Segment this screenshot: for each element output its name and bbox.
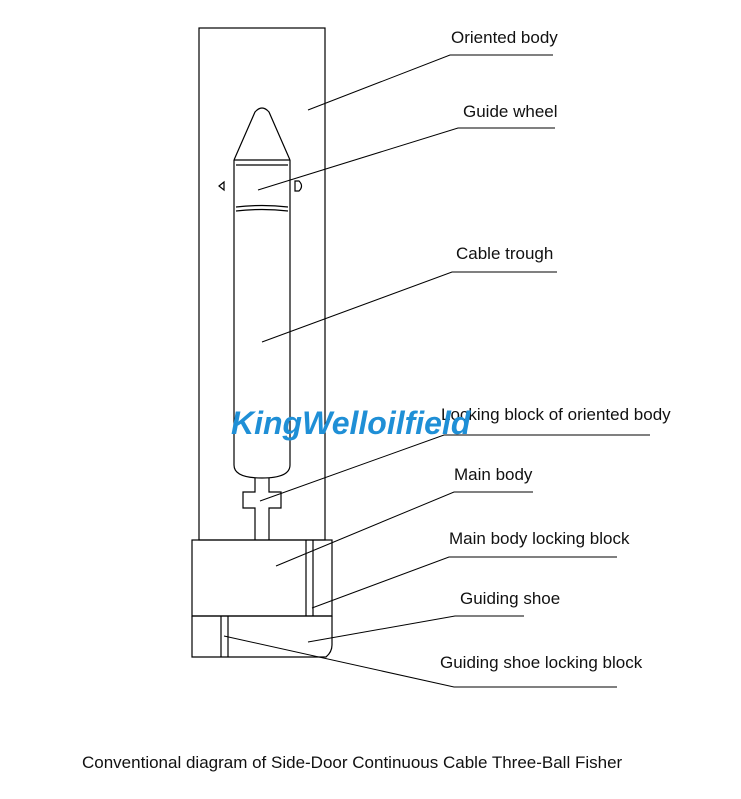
- guide-wheel-shape: [218, 180, 303, 192]
- locking-block-shape: [242, 478, 282, 540]
- leader-main-body-locking-block: [311, 556, 617, 609]
- leader-oriented-body: [307, 54, 553, 111]
- leader-guiding-shoe: [307, 615, 524, 643]
- leader-guide-wheel: [257, 127, 555, 191]
- leader-lines: [223, 54, 650, 688]
- label-guiding-shoe: Guiding shoe: [460, 589, 561, 608]
- leader-guiding-shoe-locking-block: [223, 635, 617, 688]
- watermark-logo: KingWelloilfield: [231, 405, 471, 441]
- label-cable-trough: Cable trough: [456, 244, 554, 263]
- label-main-body: Main body: [454, 465, 533, 484]
- main-body-shape: [191, 539, 333, 617]
- label-main-body-locking-block: Main body locking block: [449, 529, 630, 548]
- leader-cable-trough: [261, 271, 557, 343]
- diagram-caption: Conventional diagram of Side-Door Contin…: [82, 753, 623, 772]
- leader-main-body: [275, 491, 533, 567]
- leader-locking-block: [259, 434, 650, 502]
- cable-trough-shape: [233, 107, 291, 479]
- oriented-body-housing: [198, 27, 326, 541]
- label-oriented-body: Oriented body: [451, 28, 558, 47]
- label-guiding-shoe-locking-block: Guiding shoe locking block: [440, 653, 643, 672]
- guiding-shoe-shape: [191, 616, 333, 658]
- label-locking-block-oriented-body: Locking block of oriented body: [441, 405, 671, 424]
- label-guide-wheel: Guide wheel: [463, 102, 558, 121]
